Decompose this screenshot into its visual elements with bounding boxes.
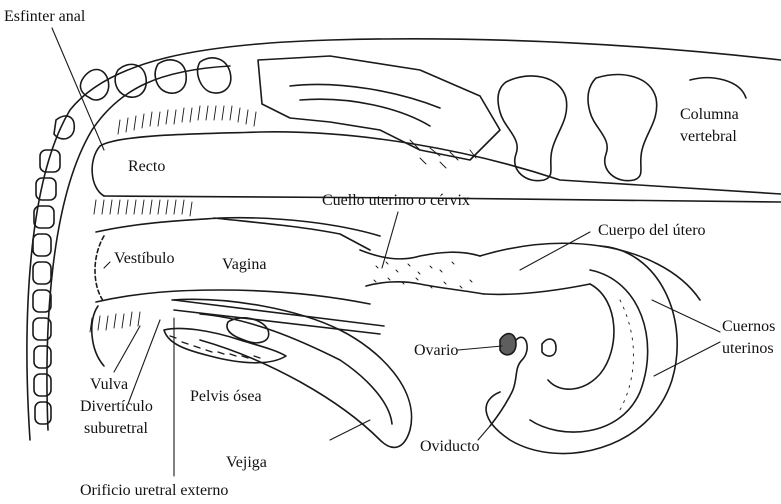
label-cuello-uterino: Cuello uterino o cérvix [322,192,470,210]
pelvic-bone [164,328,286,362]
ovary-1 [500,334,516,355]
horn-stipple [620,300,634,410]
hatching-upper [118,106,256,134]
sacral-vertebrae [80,56,500,160]
tail-vertebrae [33,116,74,424]
label-vagina: Vagina [222,256,266,274]
label-columna-vertebral-line2: vertebral [680,128,737,146]
uterus-body-lower [484,284,590,294]
label-vejiga: Vejiga [226,454,267,472]
label-columna-vertebral-line1: Columna [680,106,739,124]
label-pelvis-osea: Pelvis ósea [190,388,262,406]
label-ovario: Ovario [414,342,458,360]
uterine-horn-inner [548,284,614,389]
label-vestibulo: Vestíbulo [114,250,174,268]
label-oviducto: Oviducto [420,438,480,456]
cervix-lower [366,282,484,294]
cervix-upper [360,250,480,259]
label-recto: Recto [128,158,165,176]
ovary-2 [542,339,556,356]
label-vulva: Vulva [90,376,128,394]
hatching-lower [90,312,140,332]
hatching-middle [94,200,192,216]
label-esfinter-anal: Esfinter anal [4,8,85,26]
vestibule-left [95,236,104,302]
label-diverticulo-line1: Divertículo [80,398,153,416]
pelvis-oval [227,318,269,343]
vulva-lip [92,306,104,366]
label-orificio-uretral: Orificio uretral externo [80,482,228,500]
label-cuernos-line2: uterinos [722,340,774,358]
uterus-body-upper [480,243,700,300]
label-diverticulo-line2: suburetral [84,420,148,438]
label-cuerpo-utero: Cuerpo del útero [598,222,706,240]
bladder-outer [172,299,412,447]
vagina-inner [214,218,370,250]
label-cuernos-line1: Cuernos [722,318,775,336]
anal-sphincter [92,146,104,196]
uterine-horn-mid [530,270,648,432]
